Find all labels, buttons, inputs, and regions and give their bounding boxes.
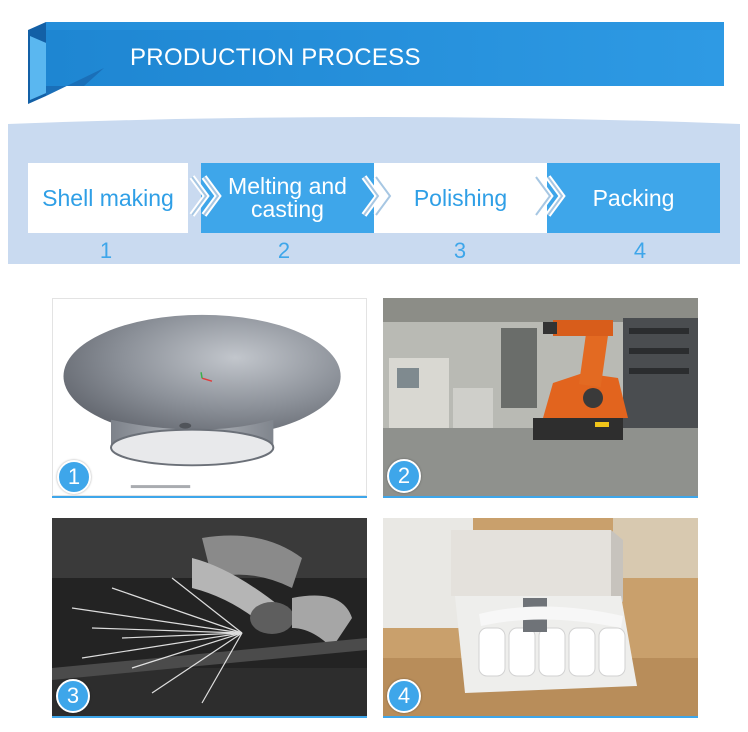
header-banner: PRODUCTION PROCESS: [0, 0, 748, 110]
shell-model-image: [63, 314, 341, 489]
step-number: 2: [277, 238, 291, 263]
polishing-image: [52, 518, 367, 716]
packing-image: [383, 518, 698, 716]
process-strip: Shell making Melting and casting Polishi…: [8, 116, 740, 264]
photo-packing: 4: [383, 518, 698, 716]
step-shell-making: Shell making: [28, 163, 188, 233]
step-label: Polishing: [413, 184, 508, 211]
casting-robot-image: [383, 298, 698, 496]
step-badge: 2: [387, 459, 421, 493]
step-polishing: Polishing: [374, 163, 547, 233]
banner-shape: [28, 22, 724, 104]
step-label-line-1: Melting and: [228, 173, 347, 199]
double-chevron-icon: [361, 175, 394, 217]
step-badge: 3: [56, 679, 90, 713]
step-label: Packing: [592, 184, 675, 211]
page-title: PRODUCTION PROCESS: [130, 44, 421, 71]
photo-shell-model: 1: [52, 298, 367, 496]
strip-curve: [8, 116, 740, 124]
photo-underline: [383, 716, 698, 718]
step-melting-casting: Melting and casting: [201, 163, 374, 233]
step-number: 1: [99, 238, 113, 263]
photo-underline: [52, 716, 367, 718]
double-chevron-icon: [189, 175, 222, 217]
photo-underline: [52, 496, 367, 498]
photo-casting-robot: 2: [383, 298, 698, 496]
step-label-line-2: casting: [251, 196, 324, 222]
step-number: 4: [633, 238, 647, 263]
photo-polishing: 3: [52, 518, 367, 716]
step-packing: Packing: [547, 163, 720, 233]
step-number: 3: [453, 238, 467, 263]
step-label: Shell making: [42, 184, 174, 211]
step-badge: 4: [387, 679, 421, 713]
step-badge: 1: [57, 460, 91, 494]
double-chevron-icon: [533, 175, 566, 217]
photo-underline: [383, 496, 698, 498]
